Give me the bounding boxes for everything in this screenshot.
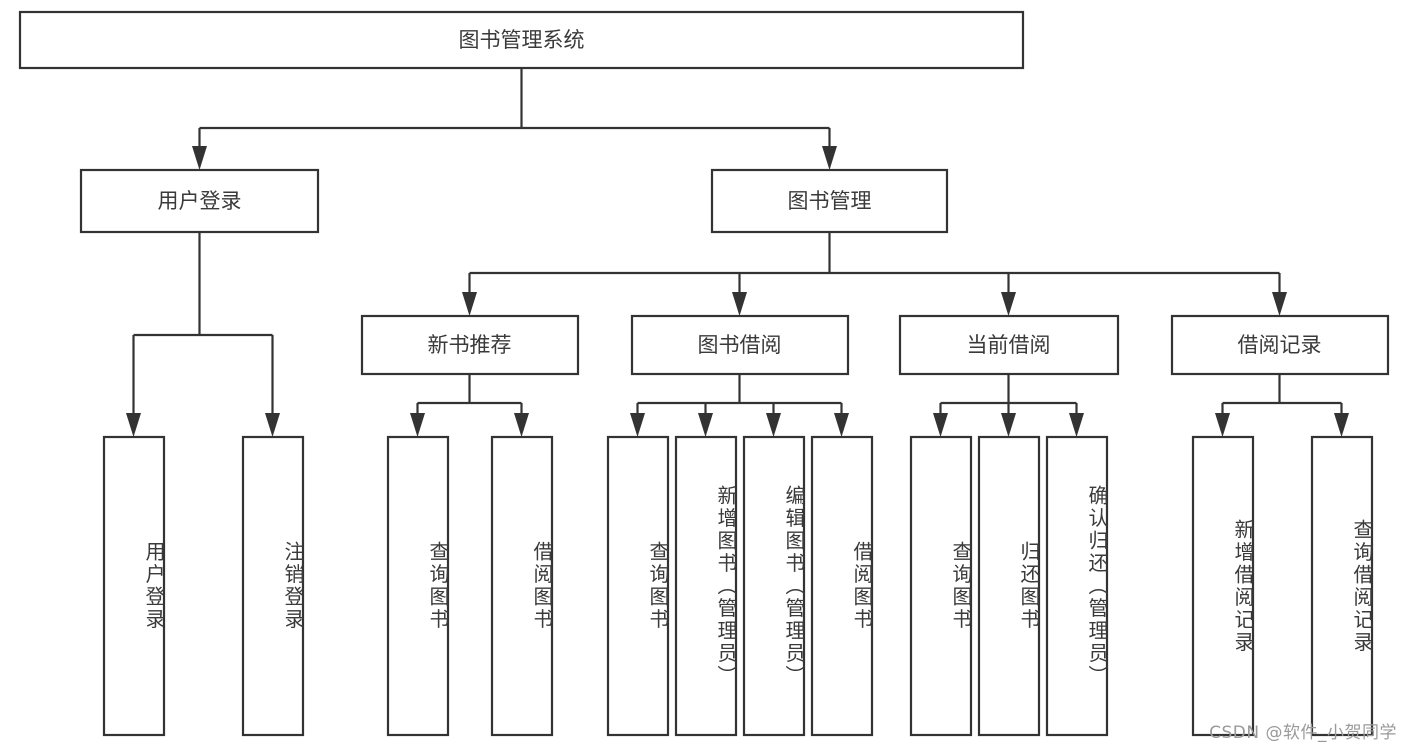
node-book-borrow-label: 图书借阅 xyxy=(698,333,782,357)
node-root[interactable]: 图书管理系统 xyxy=(18,10,1025,70)
edges-bookborrow-to-leaves xyxy=(630,374,849,437)
node-book-management-label: 图书管理 xyxy=(788,189,872,213)
edges-newbook-to-leaves xyxy=(410,374,529,437)
node-borrow-record[interactable]: 借阅记录 xyxy=(1170,314,1390,376)
node-user-login-label: 用户登录 xyxy=(158,189,242,213)
leaf-box-query-book-cb[interactable] xyxy=(909,435,973,737)
edges-borrowrecord-to-leaves xyxy=(1215,374,1349,437)
node-root-label: 图书管理系统 xyxy=(459,28,585,52)
leaf-box-user-login[interactable] xyxy=(102,435,166,737)
leaf-box-query-record[interactable] xyxy=(1310,435,1374,737)
node-current-borrow[interactable]: 当前借阅 xyxy=(898,314,1120,376)
edges-userlogin-to-leaves xyxy=(126,232,280,437)
leaf-box-query-book-nb[interactable] xyxy=(386,435,450,737)
node-book-borrow[interactable]: 图书借阅 xyxy=(630,314,850,376)
node-current-borrow-label: 当前借阅 xyxy=(967,333,1051,357)
leaf-box-confirm-return[interactable] xyxy=(1045,435,1109,737)
leaf-box-return-book[interactable] xyxy=(977,435,1041,737)
leaf-box-add-book[interactable] xyxy=(674,435,738,737)
leaf-box-user-logout[interactable] xyxy=(241,435,305,737)
watermark-text: CSDN @软件_小贺同学 xyxy=(1209,723,1397,743)
node-new-book-recommend-label: 新书推荐 xyxy=(428,333,512,357)
node-new-book-recommend[interactable]: 新书推荐 xyxy=(360,314,580,376)
leaf-boxes xyxy=(102,435,1374,737)
node-borrow-record-label: 借阅记录 xyxy=(1238,333,1322,357)
leaf-box-borrow-book-bb[interactable] xyxy=(810,435,874,737)
node-user-login[interactable]: 用户登录 xyxy=(79,168,320,234)
leaf-box-query-book-bb[interactable] xyxy=(606,435,670,737)
edges-currentborrow-to-leaves xyxy=(933,374,1084,437)
leaf-box-edit-book[interactable] xyxy=(742,435,806,737)
leaf-box-add-record[interactable] xyxy=(1191,435,1255,737)
edges-root-to-level2 xyxy=(192,68,837,170)
edges-bookmgmt-to-level3 xyxy=(462,232,1287,316)
node-book-management[interactable]: 图书管理 xyxy=(710,168,949,234)
leaf-box-borrow-book-nb[interactable] xyxy=(490,435,554,737)
